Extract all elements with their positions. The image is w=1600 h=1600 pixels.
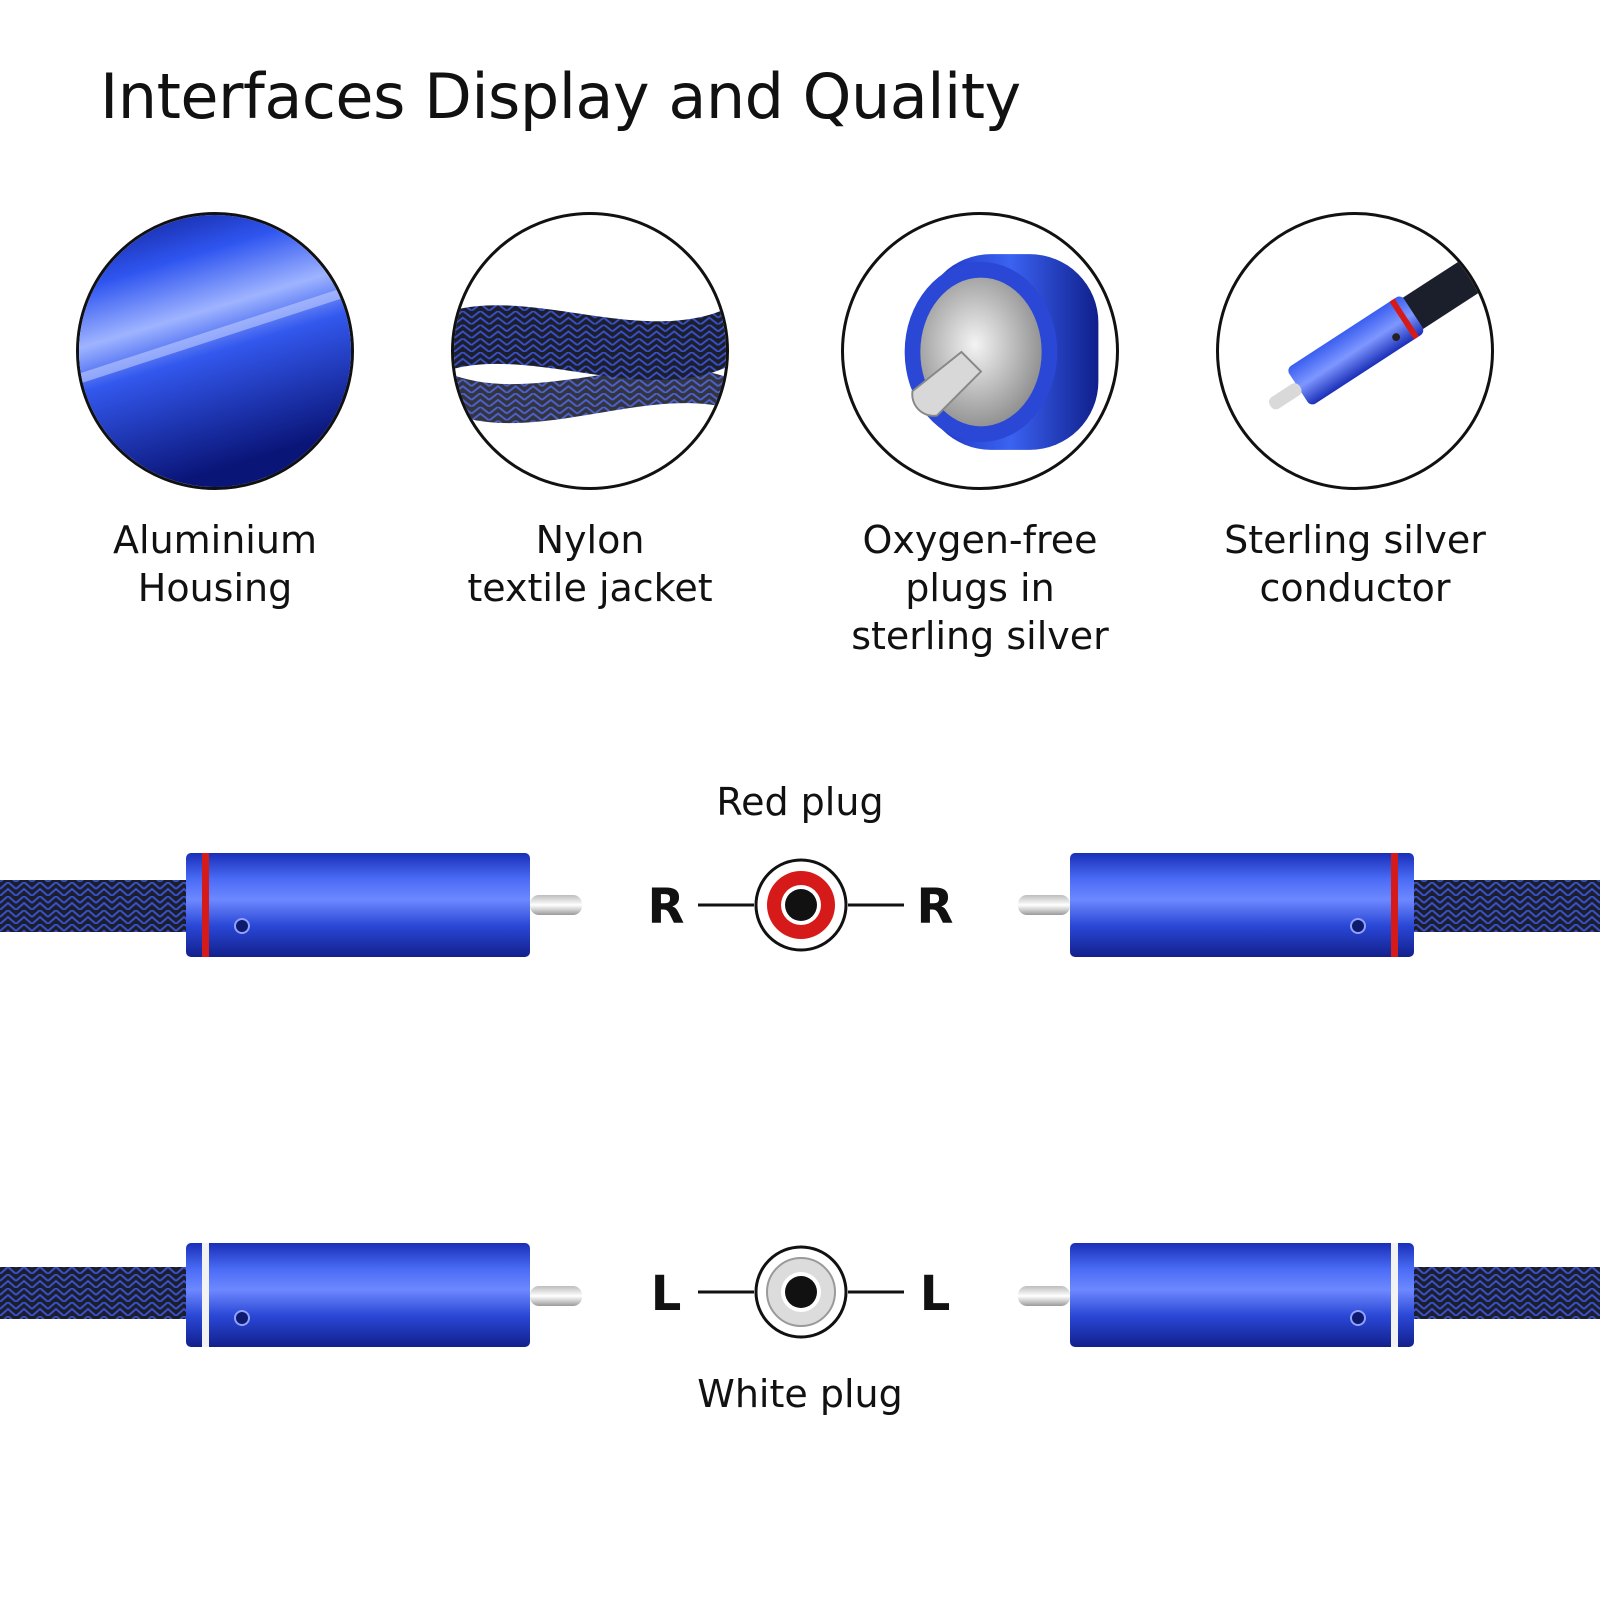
white-right-letter: L: [920, 1266, 951, 1322]
white-left-connector: [0, 1243, 582, 1347]
red-left-connector: [0, 853, 582, 957]
aluminium-housing-image: [76, 212, 354, 490]
feature-label: Aluminium Housing: [113, 518, 317, 610]
red-right-connector: [1018, 853, 1600, 957]
feature-label: Sterling silver conductor: [1224, 518, 1486, 610]
feature-nylon-jacket: Nylon textile jacket: [410, 212, 770, 612]
connector-image: [1216, 212, 1494, 490]
red-plug-label: Red plug: [716, 780, 884, 824]
plug-tip-image: [841, 212, 1119, 490]
white-jack-icon: [698, 1245, 904, 1339]
red-jack-icon: [698, 858, 904, 952]
white-left-letter: L: [651, 1266, 682, 1322]
feature-conductor: Sterling silver conductor: [1175, 212, 1535, 612]
page-title: Interfaces Display and Quality: [100, 60, 1021, 133]
feature-aluminium-housing: Aluminium Housing: [35, 212, 395, 612]
feature-plug-tip: Oxygen-free plugs in sterling silver: [800, 212, 1160, 660]
white-plug-label: White plug: [697, 1372, 903, 1416]
white-right-connector: [1018, 1243, 1600, 1347]
feature-label: Nylon textile jacket: [467, 518, 713, 610]
nylon-jacket-image: [451, 212, 729, 490]
feature-label: Oxygen-free plugs in sterling silver: [851, 518, 1109, 658]
red-left-letter: R: [648, 879, 685, 935]
red-right-letter: R: [917, 879, 954, 935]
